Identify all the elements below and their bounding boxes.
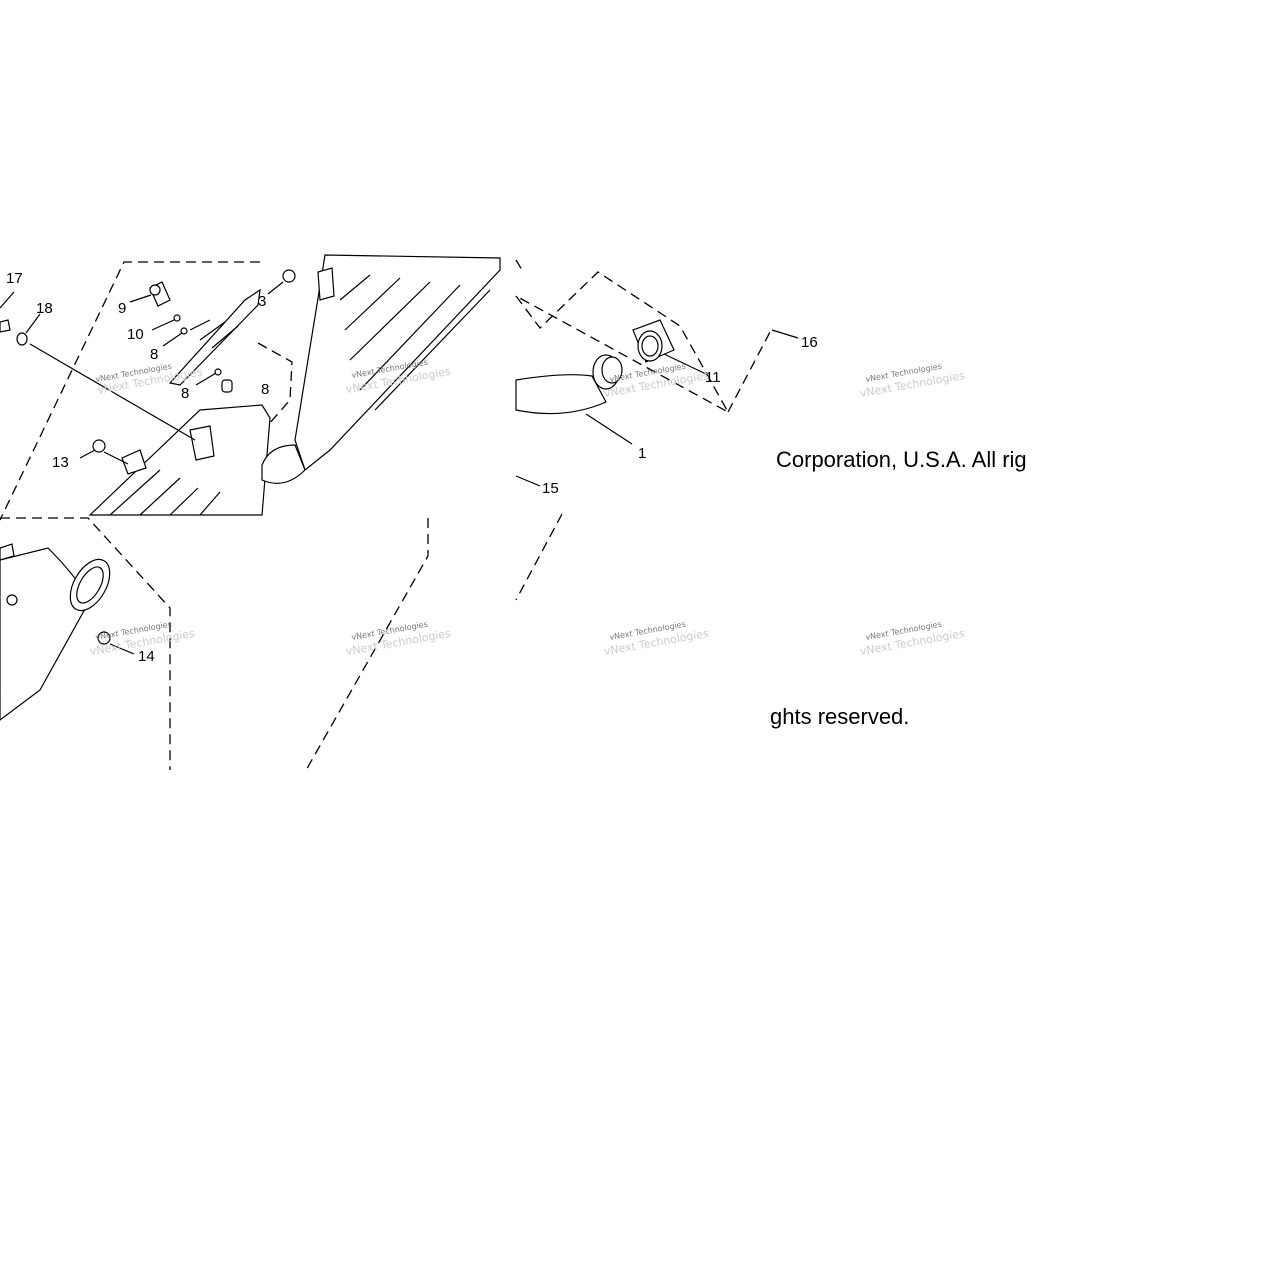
sleeve-icon: [632, 319, 675, 363]
callout-8: 8: [181, 385, 189, 402]
screw-icon: [0, 319, 11, 333]
exhaust-pipe-end: [515, 374, 607, 415]
collar-icon: [221, 379, 233, 393]
watermarks: vNext Technologies vNext Technologies vN…: [89, 358, 966, 658]
callout-1: 1: [638, 445, 646, 462]
muffler-body: [0, 547, 91, 721]
grommet-icon: [92, 439, 106, 453]
washer-icon: [180, 327, 188, 335]
callout-3: 3: [258, 293, 266, 310]
callout-8: 8: [150, 346, 158, 363]
bolt-icon: [6, 594, 18, 606]
callout-16: 16: [801, 334, 818, 351]
callout-14: 14: [138, 648, 155, 665]
callout-labels: 17 18 9 10 8 8 8 3 13 14 16 11 1 15: [6, 270, 818, 665]
copyright-text-line-2: ghts reserved.: [770, 704, 910, 729]
callout-10: 10: [127, 326, 144, 343]
callout-13: 13: [52, 454, 69, 471]
tailpipe-icon: [69, 558, 111, 612]
bolt-icon: [149, 281, 171, 307]
callout-17: 17: [6, 270, 23, 287]
gasket-icon: [16, 332, 28, 346]
grommet-icon: [97, 631, 111, 645]
callout-18: 18: [36, 300, 53, 317]
callout-15: 15: [542, 480, 559, 497]
washer-icon: [173, 314, 181, 322]
guide-lines: [304, 513, 563, 773]
callout-11: 11: [705, 369, 721, 386]
washer-icon: [214, 368, 222, 376]
tile-muffler-tail: [0, 517, 171, 770]
callout-9: 9: [118, 300, 126, 317]
copyright-text-line-1: Corporation, U.S.A. All rig: [776, 447, 1027, 472]
grommet-icon: [282, 269, 296, 283]
callout-8: 8: [261, 381, 269, 398]
tile-joint: [515, 259, 799, 487]
tile-heat-shield: [0, 254, 501, 521]
